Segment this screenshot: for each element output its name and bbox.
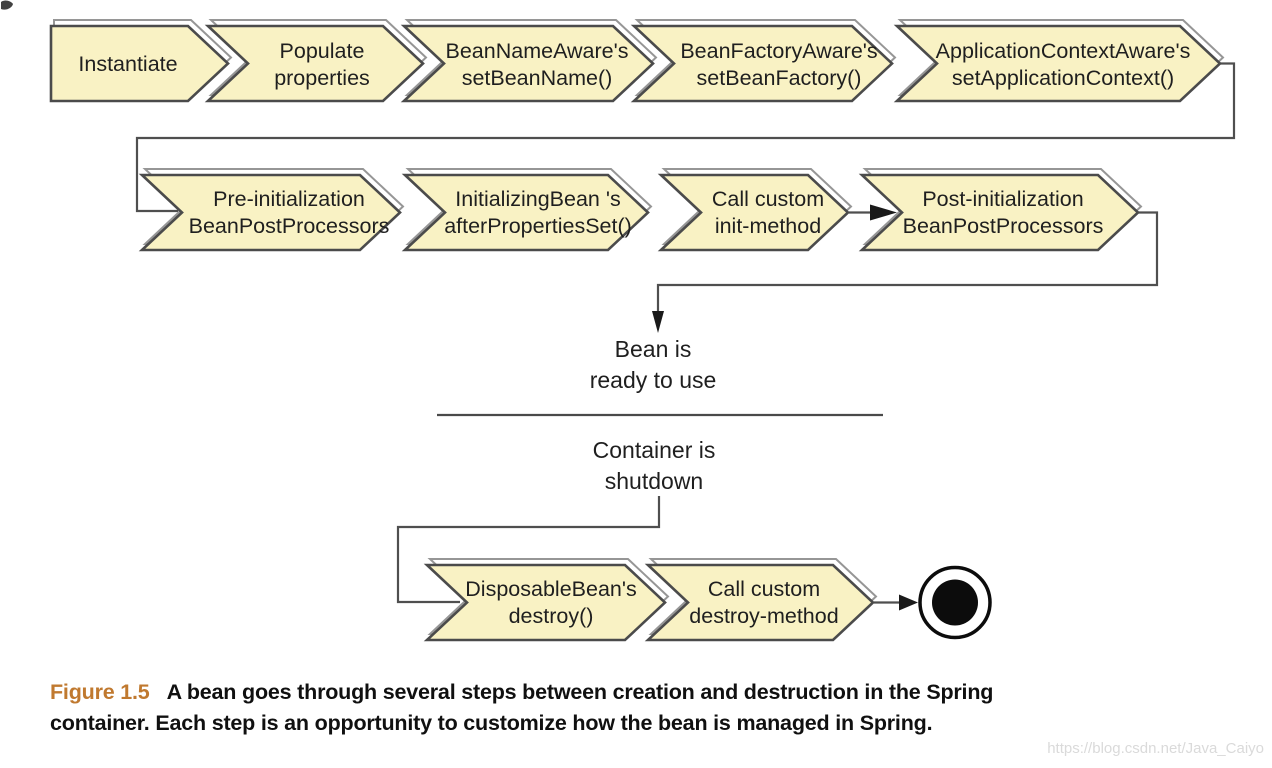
step-label-line1: ApplicationContextAware's bbox=[936, 39, 1191, 63]
container-shutdown-line2: shutdown bbox=[605, 468, 703, 494]
step-label-line1: BeanFactoryAware's bbox=[680, 39, 877, 63]
step-label-line1: Pre-initialization bbox=[213, 187, 365, 211]
step-label-line1: InitializingBean 's bbox=[455, 187, 620, 211]
step-label-line2: afterPropertiesSet() bbox=[444, 214, 632, 238]
bean-ready-line2: ready to use bbox=[590, 367, 717, 393]
connector-shutdown-to-destroy bbox=[396, 496, 661, 604]
step-label-line1: BeanNameAware's bbox=[446, 39, 629, 63]
terminal-node-icon bbox=[918, 565, 992, 640]
step-label-line1: Post-initialization bbox=[922, 187, 1083, 211]
step-populate-properties: Populate properties bbox=[206, 19, 427, 103]
container-shutdown-line1: Container is bbox=[593, 437, 716, 463]
step-label-line2: BeanPostProcessors bbox=[903, 214, 1104, 238]
step-post-init-beanpostprocessors: Post-initialization BeanPostProcessors bbox=[860, 168, 1142, 252]
step-custom-destroy-method: Call custom destroy-method bbox=[646, 558, 877, 642]
step-custom-init-method: Call custom init-method bbox=[659, 168, 852, 252]
step-set-bean-name: BeanNameAware's setBeanName() bbox=[402, 19, 657, 103]
step-label-line1: DisposableBean's bbox=[465, 577, 636, 601]
arrowhead-right-icon bbox=[870, 204, 897, 221]
figure-label: Figure 1.5 bbox=[50, 680, 150, 704]
step-set-bean-factory: BeanFactoryAware's setBeanFactory() bbox=[632, 19, 896, 103]
step-label-line2: destroy-method bbox=[689, 604, 838, 628]
caption-line1: A bean goes through several steps betwee… bbox=[166, 680, 994, 704]
step-label: Instantiate bbox=[78, 52, 177, 76]
step-label-line2: properties bbox=[274, 66, 370, 90]
step-label-line2: init-method bbox=[715, 214, 821, 238]
figure-caption: Figure 1.5 A bean goes through several st… bbox=[50, 677, 1190, 739]
step-label-line2: setApplicationContext() bbox=[952, 66, 1174, 90]
caption-line2: container. Each step is an opportunity t… bbox=[50, 711, 933, 735]
connector-row2-to-ready bbox=[656, 211, 1159, 313]
watermark-url: https://blog.csdn.net/Java_Caiyo bbox=[1047, 740, 1264, 757]
connector-row1-to-row2 bbox=[135, 62, 1236, 213]
step-label-line1: Populate bbox=[280, 39, 365, 63]
terminal-inner-circle bbox=[932, 579, 978, 626]
step-label-line2: destroy() bbox=[509, 604, 594, 628]
step-label-line1: Call custom bbox=[708, 577, 820, 601]
step-instantiate: Instantiate bbox=[49, 19, 232, 103]
step-label-line2: setBeanName() bbox=[462, 66, 613, 90]
arrowhead-down-icon bbox=[652, 311, 664, 333]
corner-smudge bbox=[1, 0, 13, 10]
step-label-line1: Call custom bbox=[712, 187, 824, 211]
step-after-properties-set: InitializingBean 's afterPropertiesSet() bbox=[403, 168, 652, 252]
step-label-line2: BeanPostProcessors bbox=[189, 214, 390, 238]
step-set-application-context: ApplicationContextAware's setApplication… bbox=[895, 19, 1224, 103]
step-pre-init-beanpostprocessors: Pre-initialization BeanPostProcessors bbox=[140, 168, 404, 252]
step-label-line2: setBeanFactory() bbox=[697, 66, 862, 90]
step-disposable-bean-destroy: DisposableBean's destroy() bbox=[425, 558, 669, 642]
bean-ready-line1: Bean is bbox=[615, 336, 692, 362]
arrowhead-terminal-icon bbox=[899, 594, 918, 611]
